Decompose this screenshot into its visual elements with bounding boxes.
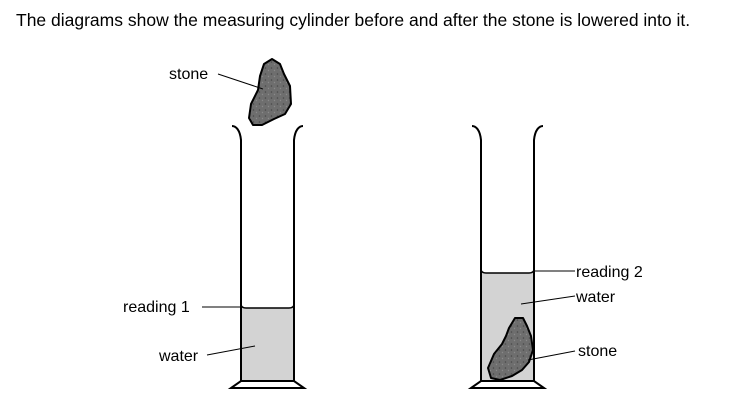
cylinder-wall-right-after — [533, 125, 544, 381]
cylinder-wall-left-before — [231, 125, 242, 381]
cylinder-wall-left-after — [471, 125, 482, 381]
meniscus-after — [480, 269, 535, 274]
cylinder-wall-right-before — [293, 125, 304, 381]
reading-2-label: reading 2 — [576, 264, 643, 281]
water-leader-before — [206, 345, 256, 356]
water-label-before: water — [158, 348, 199, 365]
cylinder-base-before — [227, 380, 308, 389]
cylinder-after — [467, 125, 548, 389]
stone-label-after: stone — [578, 343, 617, 360]
meniscus-before — [240, 304, 295, 309]
cylinder-base-after — [467, 380, 548, 389]
water-before — [241, 308, 294, 381]
water-leader-after — [520, 295, 576, 305]
stone-falling — [248, 58, 292, 126]
cylinder-before — [227, 125, 308, 389]
water-label-after: water — [575, 289, 616, 306]
intro-text: The diagrams show the measuring cylinder… — [16, 10, 691, 30]
stone-submerged — [487, 317, 534, 381]
stone-label-before: stone — [169, 66, 208, 83]
stone-leader-before — [217, 73, 264, 90]
reading-1-label: reading 1 — [123, 299, 190, 316]
stone-leader-after — [527, 350, 576, 361]
